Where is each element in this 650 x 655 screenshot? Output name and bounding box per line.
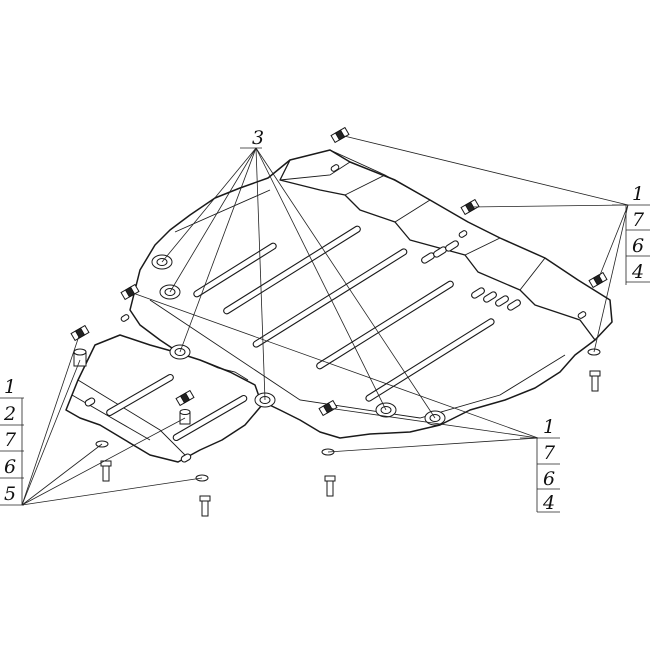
callout-label: 1 <box>4 376 16 398</box>
rib-5 <box>365 318 495 402</box>
callout-label: 1 <box>543 416 555 438</box>
callout-label: 7 <box>4 429 17 451</box>
callout-label: 3 <box>252 127 264 149</box>
callout-top-center: 3 <box>252 127 264 149</box>
callout-label: 6 <box>4 456 16 478</box>
rib-2 <box>223 225 361 315</box>
ventilation-slots <box>120 164 587 322</box>
callout-label: 6 <box>632 235 644 257</box>
callout-right-upper: 1 7 6 4 <box>612 183 650 285</box>
leader-lines <box>21 134 629 506</box>
callout-label: 4 <box>542 492 555 514</box>
rear-plate <box>65 334 263 463</box>
rib-4 <box>316 280 454 370</box>
callout-right-lower: 1 7 6 4 <box>520 416 560 514</box>
callout-label: 2 <box>3 403 16 425</box>
rib-1 <box>193 242 277 298</box>
callout-label: 4 <box>631 261 644 283</box>
callout-label: 6 <box>543 468 555 490</box>
callout-label: 7 <box>543 442 556 464</box>
main-plate <box>120 149 613 439</box>
callout-label: 1 <box>632 183 644 205</box>
callout-label: 5 <box>4 483 16 505</box>
callout-left-lower: 1 2 7 6 5 <box>0 376 24 506</box>
callout-label: 7 <box>632 209 645 231</box>
main-plate-outline <box>129 149 613 439</box>
